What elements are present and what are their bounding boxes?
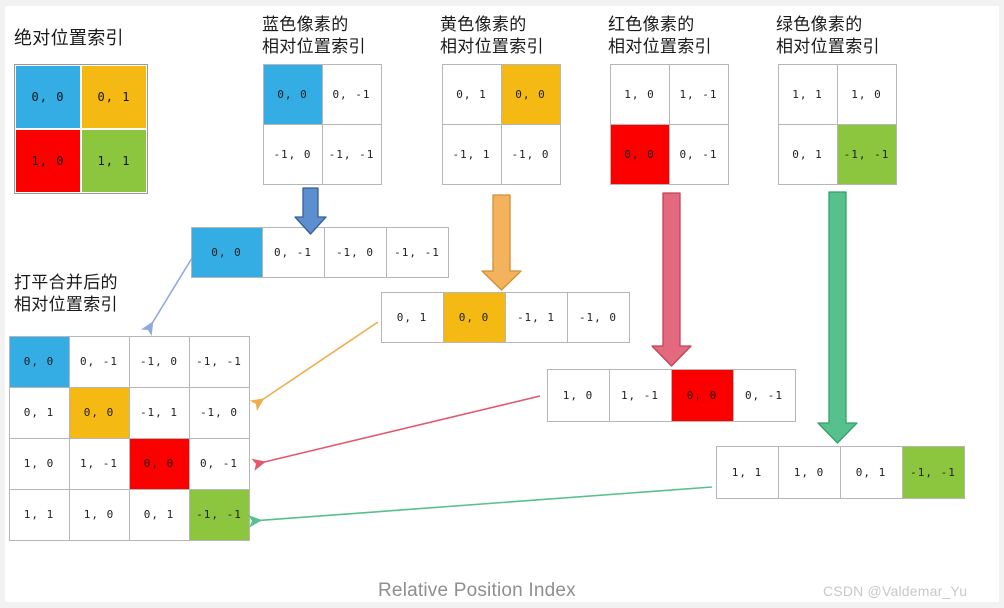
absolute-grid-cell: 0, 0 (15, 65, 81, 129)
heading-absolute-index: 绝对位置索引 (14, 28, 124, 49)
flattened-row-yellow-cell: 0, 1 (380, 291, 444, 343)
flattened-row-blue-cell: -1, -1 (385, 226, 449, 278)
bottom-edge-strip (0, 602, 1004, 608)
relative-grid-green-cell: 1, 1 (777, 63, 838, 125)
merged-matrix-cell: 1, -1 (68, 437, 130, 490)
flattened-row-red-cell: 0, -1 (732, 368, 796, 422)
relative-grid-blue-cell: 0, 0 (262, 63, 323, 125)
left-edge-strip (0, 0, 5, 608)
merged-matrix-cell: 1, 1 (8, 488, 70, 541)
flattened-row-green-cell: 1, 0 (777, 445, 841, 499)
heading-yellow-relative-index: 黄色像素的 相对位置索引 (440, 15, 544, 57)
merged-matrix-cell: 0, 1 (128, 488, 190, 541)
flattened-row-red-cell: 0, 0 (670, 368, 734, 422)
relative-grid-yellow-cell: -1, 0 (500, 123, 561, 185)
heading-flattened-merged-index: 打平合并后的 相对位置索引 (14, 273, 118, 315)
relative-grid-red-cell: 1, -1 (668, 63, 729, 125)
relative-grid-yellow-cell: -1, 1 (441, 123, 502, 185)
flattened-row-blue-cell: 0, 0 (190, 226, 263, 278)
merged-matrix-cell: 0, 0 (8, 335, 70, 388)
connector-arrow-yellow (249, 321, 379, 411)
merged-matrix-cell: 0, -1 (188, 437, 250, 490)
connector-arrow-red (251, 395, 541, 471)
flattened-row-yellow-cell: -1, 1 (504, 291, 568, 343)
connector-arrow-green (248, 486, 713, 528)
flattened-row-green-cell: 0, 1 (839, 445, 903, 499)
relative-grid-green-cell: -1, -1 (836, 123, 897, 185)
heading-red-relative-index: 红色像素的 相对位置索引 (608, 15, 712, 57)
flattened-row-blue-cell: 0, -1 (261, 226, 325, 278)
block-arrow-yellow (481, 194, 522, 291)
flattened-row-red-cell: 1, -1 (608, 368, 672, 422)
heading-blue-relative-index: 蓝色像素的 相对位置索引 (262, 15, 366, 57)
merged-matrix-cell: -1, -1 (188, 335, 250, 388)
merged-matrix-cell: -1, 1 (128, 386, 190, 439)
flattened-row-green-cell: -1, -1 (901, 445, 965, 499)
relative-grid-red-cell: 0, -1 (668, 123, 729, 185)
absolute-grid-cell: 0, 1 (81, 65, 147, 129)
connector-arrow-blue (141, 257, 193, 336)
merged-matrix-cell: 0, -1 (68, 335, 130, 388)
flattened-row-blue-cell: -1, 0 (323, 226, 387, 278)
absolute-grid-cell: 1, 1 (81, 129, 147, 193)
relative-grid-blue-cell: 0, -1 (321, 63, 382, 125)
figure-caption: Relative Position Index (378, 580, 576, 601)
top-edge-strip (0, 0, 1004, 6)
flattened-row-yellow-cell: 0, 0 (442, 291, 506, 343)
relative-grid-red-cell: 0, 0 (609, 123, 670, 185)
relative-grid-green-cell: 1, 0 (836, 63, 897, 125)
merged-matrix-cell: -1, 0 (128, 335, 190, 388)
relative-grid-red-cell: 1, 0 (609, 63, 670, 125)
block-arrow-red (651, 192, 692, 367)
block-arrow-green (817, 191, 858, 444)
absolute-grid-cell: 1, 0 (15, 129, 81, 193)
merged-matrix-cell: 1, 0 (68, 488, 130, 541)
relative-grid-green-cell: 0, 1 (777, 123, 838, 185)
relative-grid-blue-cell: -1, 0 (262, 123, 323, 185)
heading-green-relative-index: 绿色像素的 相对位置索引 (776, 15, 880, 57)
merged-matrix-cell: -1, -1 (188, 488, 250, 541)
watermark-credit: CSDN @Valdemar_Yu (823, 583, 968, 599)
relative-grid-blue-cell: -1, -1 (321, 123, 382, 185)
merged-matrix-cell: 0, 0 (68, 386, 130, 439)
relative-grid-yellow-cell: 0, 1 (441, 63, 502, 125)
flattened-row-green-cell: 1, 1 (715, 445, 779, 499)
merged-matrix-cell: 1, 0 (8, 437, 70, 490)
flattened-row-yellow-cell: -1, 0 (566, 291, 630, 343)
merged-matrix-cell: -1, 0 (188, 386, 250, 439)
flattened-row-red-cell: 1, 0 (546, 368, 610, 422)
merged-matrix-cell: 0, 1 (8, 386, 70, 439)
merged-matrix-cell: 0, 0 (128, 437, 190, 490)
right-edge-strip (999, 0, 1004, 608)
relative-grid-yellow-cell: 0, 0 (500, 63, 561, 125)
